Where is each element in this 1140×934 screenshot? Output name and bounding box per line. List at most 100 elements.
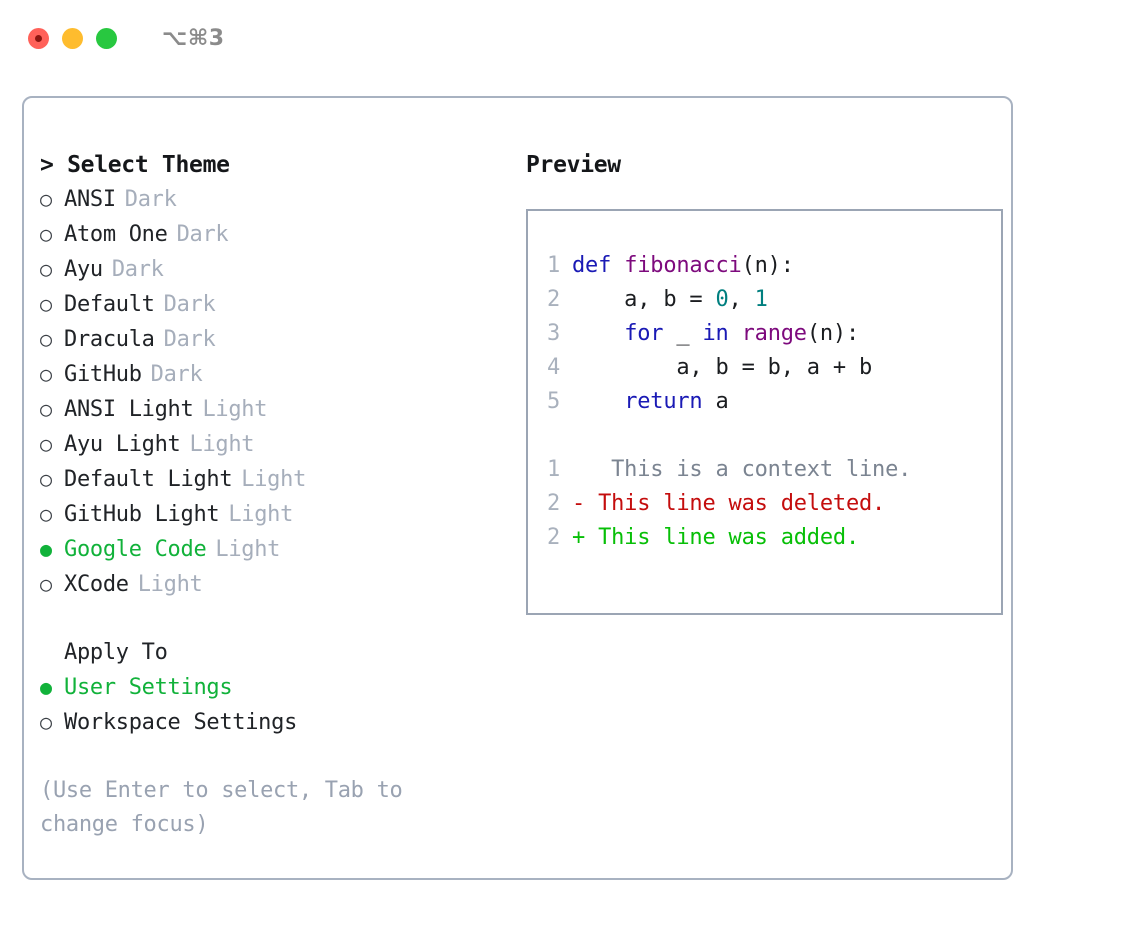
radio-unselected-icon: ○ [40,327,52,351]
theme-list-item[interactable]: ● Google Code Light [40,532,503,567]
radio-selected-icon: ● [40,675,52,699]
code-line-content: a, b = b, a + b [572,351,872,385]
diff-line-content-add: + This line was added. [572,525,859,550]
theme-variant-label: Dark [163,327,216,352]
radio-unselected-icon: ○ [40,222,52,246]
radio-unselected-icon: ○ [40,467,52,491]
line-number: 1 [546,253,560,278]
zoom-button-icon[interactable] [96,27,117,49]
code-line: 1 def fibonacci(n): [544,249,1001,283]
preview-title: Preview [526,152,621,178]
theme-variant-label: Light [202,397,268,422]
code-token-kw: for [624,321,664,346]
radio-unselected-icon: ○ [40,502,52,526]
title-bar: ⌥⌘3 [0,0,1140,76]
code-token-plain: a, b = [572,287,716,312]
diff-line: 2- This line was deleted. [544,487,1001,521]
radio-unselected-icon: ○ [40,362,52,386]
theme-list-item[interactable]: ○ GitHub Dark [40,357,503,392]
code-token-plain [572,389,624,414]
theme-variant-label: Dark [163,292,216,317]
theme-name-label: Dracula [64,327,155,352]
code-line-content: def fibonacci(n): [572,249,794,283]
apply-to-option-label: Workspace Settings [64,710,298,735]
theme-name-label: GitHub Light [64,502,220,527]
line-number: 5 [546,389,560,414]
radio-unselected-icon: ○ [40,257,52,281]
theme-variant-label: Light [189,432,255,457]
apply-to-list: ● User Settings ○Workspace Settings [40,670,503,740]
code-line-content: a, b = 0, 1 [572,283,768,317]
code-token-fn: fibonacci [624,253,742,278]
line-number: 2 [546,491,560,516]
code-line-content: for _ in range(n): [572,317,859,351]
code-token-plain: (n): [806,321,860,346]
theme-list-item[interactable]: ○ ANSI Dark [40,182,503,217]
theme-name-label: ANSI Light [64,397,194,422]
theme-variant-label: Light [215,537,281,562]
theme-list-item[interactable]: ○ Dracula Dark [40,322,503,357]
theme-name-label: GitHub [64,362,142,387]
code-line: 3 for _ in range(n): [544,317,1001,351]
keyboard-hint-text: (Use Enter to select, Tab to change focu… [40,778,403,837]
code-token-num: 1 [754,287,768,312]
theme-variant-label: Dark [124,187,177,212]
theme-list-item[interactable]: ○ ANSI Light Light [40,392,503,427]
code-line: 4 a, b = b, a + b [544,351,1001,385]
code-token-plain: a [702,389,729,414]
radio-unselected-icon: ○ [40,572,52,596]
apply-to-option[interactable]: ○Workspace Settings [40,705,503,740]
theme-name-label: Ayu [64,257,103,282]
minimize-button-icon[interactable] [62,27,83,49]
theme-name-label: Default Light [64,467,233,492]
code-token-fn: range [741,321,807,346]
code-token-plain [572,321,624,346]
keyboard-shortcut-label: ⌥⌘3 [162,25,225,51]
diff-sample: 1 This is a context line. 2- This line wa… [544,453,1001,555]
theme-name-label: ANSI [64,187,116,212]
code-token-kw: def [572,253,625,278]
close-button-icon[interactable] [28,27,49,49]
theme-list-item[interactable]: ○ Default Light Light [40,462,503,497]
line-number: 1 [546,457,560,482]
window-controls [28,27,117,49]
code-token-kw: return [624,389,703,414]
radio-unselected-icon: ○ [40,432,52,456]
radio-selected-icon: ● [40,537,52,561]
code-line: 2 a, b = 0, 1 [544,283,1001,317]
code-token-plain: (n): [741,253,794,278]
radio-unselected-icon: ○ [40,187,52,211]
theme-variant-label: Light [241,467,307,492]
theme-name-label: Google Code [64,537,207,562]
code-line-content: return a [572,385,729,419]
theme-variant-label: Dark [176,222,229,247]
theme-list-header: > Select Theme [40,152,230,178]
section-spacer [40,602,503,636]
code-diff-spacer [544,419,1001,453]
radio-unselected-icon: ○ [40,397,52,421]
apply-to-option[interactable]: ● User Settings [40,670,503,705]
theme-list-item[interactable]: ○ Atom One Dark [40,217,503,252]
radio-unselected-icon: ○ [40,292,52,316]
line-number: 3 [546,321,560,346]
diff-line-content-ctx: This is a context line. [572,457,912,482]
code-token-plain: , [728,287,755,312]
apply-to-option-label: User Settings [64,675,233,700]
code-token-plain [729,321,742,346]
theme-name-label: XCode [64,572,129,597]
code-token-plain: _ [663,321,703,346]
theme-variant-label: Dark [150,362,203,387]
theme-name-label: Atom One [64,222,168,247]
line-number: 2 [546,287,560,312]
